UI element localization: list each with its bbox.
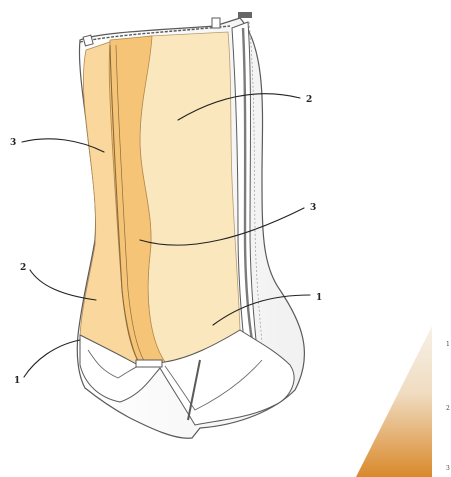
callout-3-middle: 3	[310, 203, 316, 213]
scale-level-2: 2	[446, 405, 450, 412]
scale-level-3: 3	[446, 465, 450, 472]
garment	[77, 12, 304, 438]
compression-triangle	[356, 326, 432, 477]
crotch-hook	[136, 360, 162, 367]
leader-1-left	[24, 340, 80, 377]
callout-2-left: 2	[20, 263, 26, 273]
zipper-top-stop	[238, 12, 252, 18]
compression-scale: 1 2 3	[356, 326, 450, 477]
scale-level-1: 1	[446, 341, 450, 348]
callout-3-left: 3	[10, 138, 16, 148]
callout-2-upper: 2	[306, 95, 312, 105]
callout-1-right: 1	[316, 293, 322, 303]
callout-1-left: 1	[14, 376, 20, 386]
panel-light	[140, 32, 240, 362]
top-hook-right	[212, 18, 220, 28]
top-hook-left	[83, 35, 93, 46]
